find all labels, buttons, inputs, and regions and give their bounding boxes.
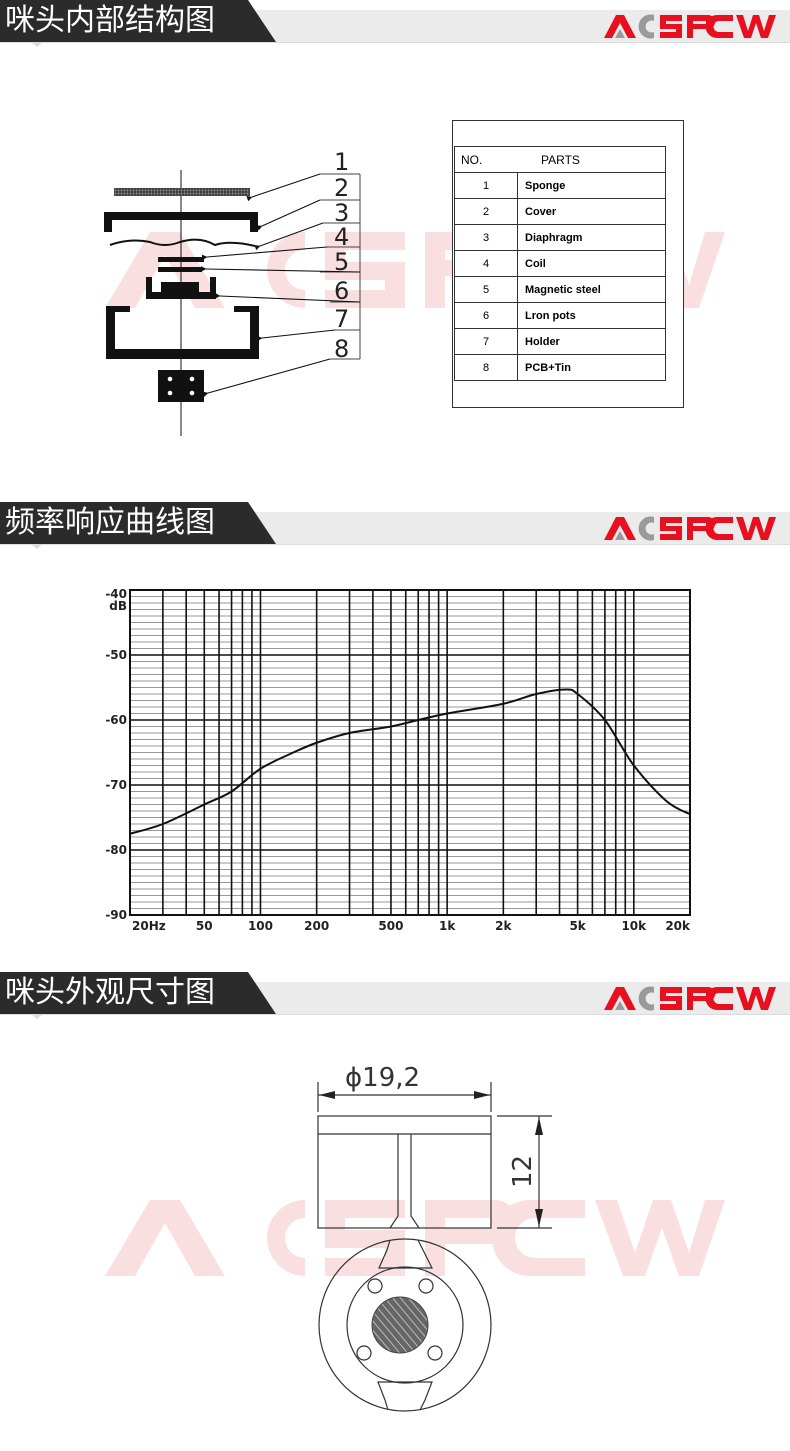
brand-logo bbox=[604, 14, 776, 39]
header-parts: PARTS bbox=[541, 153, 580, 167]
svg-text:200: 200 bbox=[304, 919, 329, 933]
svg-text:-60: -60 bbox=[105, 713, 127, 727]
header-tab bbox=[0, 502, 276, 544]
row-no: 2 bbox=[454, 198, 518, 225]
row-no: 4 bbox=[454, 250, 518, 277]
header-notch bbox=[31, 1014, 43, 1019]
x-axis-ticks: 20Hz 50 100 200 500 1k 2k 5k 10k 20k bbox=[132, 919, 691, 933]
microphone-structure-diagram: 1 2 3 4 5 6 7 8 bbox=[104, 148, 361, 436]
row-part: Lron pots bbox=[517, 302, 666, 329]
svg-text:20Hz: 20Hz bbox=[132, 919, 166, 933]
row-no: 6 bbox=[454, 302, 518, 329]
row-no: 7 bbox=[454, 328, 518, 355]
frequency-response-chart: -40 -50 -60 -70 -80 -90 dB 20Hz 50 100 200 500 1k 2k 5… bbox=[100, 578, 700, 938]
diameter-label: ϕ19,2 bbox=[345, 1063, 420, 1093]
part-sponge-shape bbox=[114, 188, 250, 196]
svg-text:2k: 2k bbox=[495, 919, 512, 933]
row-part: Holder bbox=[517, 328, 666, 355]
callout-6: 6 bbox=[334, 277, 349, 305]
header-notch bbox=[31, 544, 43, 549]
svg-text:10k: 10k bbox=[621, 919, 647, 933]
frequency-response-curve bbox=[129, 688, 691, 835]
header-tab bbox=[0, 0, 276, 42]
svg-text:-40: -40 bbox=[105, 587, 127, 601]
row-part: Diaphragm bbox=[517, 224, 666, 251]
brand-logo-glyphs bbox=[604, 14, 776, 39]
svg-text:-90: -90 bbox=[105, 908, 127, 922]
header-no: NO. bbox=[461, 153, 483, 167]
callout-3: 3 bbox=[334, 199, 349, 227]
section-title: 咪头内部结构图 bbox=[5, 3, 215, 38]
section-header-dimensions: 咪头外观尺寸图 bbox=[0, 972, 790, 1019]
callout-1: 1 bbox=[334, 148, 349, 176]
dimension-drawing: ϕ19,2 12 bbox=[317, 1063, 552, 1412]
section-header-frequency-response: 频率响应曲线图 bbox=[0, 502, 790, 549]
callout-7: 7 bbox=[334, 305, 349, 333]
svg-text:20k: 20k bbox=[665, 919, 691, 933]
row-no: 3 bbox=[454, 224, 518, 251]
chart-plot: -40 -50 -60 -70 -80 -90 dB 20Hz 50 100 200 500 1k 2k 5… bbox=[105, 587, 691, 933]
svg-text:500: 500 bbox=[378, 919, 403, 933]
callout-5: 5 bbox=[334, 248, 349, 276]
header-notch bbox=[31, 42, 43, 47]
part-pcb-shape bbox=[158, 370, 204, 402]
part-iron-pot-shape bbox=[146, 277, 216, 299]
svg-text:dB: dB bbox=[109, 599, 127, 613]
y-axis-ticks: -40 -50 -60 -70 -80 -90 dB bbox=[105, 587, 127, 922]
part-coil-shape bbox=[158, 257, 204, 262]
row-part: Coil bbox=[517, 250, 666, 277]
part-diaphragm-shape bbox=[109, 238, 256, 247]
callout-4: 4 bbox=[334, 223, 349, 251]
part-magnetic-steel-shape bbox=[158, 267, 202, 272]
mesh-center-shape bbox=[371, 1296, 429, 1354]
svg-text:-70: -70 bbox=[105, 778, 127, 792]
row-no: 1 bbox=[454, 172, 518, 199]
callout-2: 2 bbox=[334, 174, 349, 202]
svg-text:5k: 5k bbox=[569, 919, 586, 933]
chart-grid bbox=[129, 589, 691, 916]
section-title: 频率响应曲线图 bbox=[5, 505, 215, 540]
callout-8: 8 bbox=[334, 335, 349, 363]
part-cover-shape bbox=[104, 212, 258, 232]
svg-text:100: 100 bbox=[248, 919, 273, 933]
svg-text:-50: -50 bbox=[105, 648, 127, 662]
section-title: 咪头外观尺寸图 bbox=[5, 975, 215, 1010]
row-no: 8 bbox=[454, 354, 518, 381]
part-holder-shape bbox=[106, 306, 259, 359]
brand-logo bbox=[604, 516, 776, 541]
row-part: Magnetic steel bbox=[517, 276, 666, 303]
row-no: 5 bbox=[454, 276, 518, 303]
svg-text:50: 50 bbox=[196, 919, 213, 933]
svg-text:-80: -80 bbox=[105, 843, 127, 857]
height-label: 12 bbox=[508, 1155, 538, 1188]
parts-table-header-row: NO. PARTS bbox=[454, 146, 666, 173]
brand-logo bbox=[604, 986, 776, 1011]
row-part: Sponge bbox=[517, 172, 666, 199]
row-part: PCB+Tin bbox=[517, 354, 666, 381]
header-tab bbox=[0, 972, 276, 1014]
section-header-structure: 咪头内部结构图 bbox=[0, 0, 790, 47]
row-part: Cover bbox=[517, 198, 666, 225]
parts-table-header: NO. PARTS bbox=[454, 146, 666, 173]
svg-text:1k: 1k bbox=[439, 919, 456, 933]
